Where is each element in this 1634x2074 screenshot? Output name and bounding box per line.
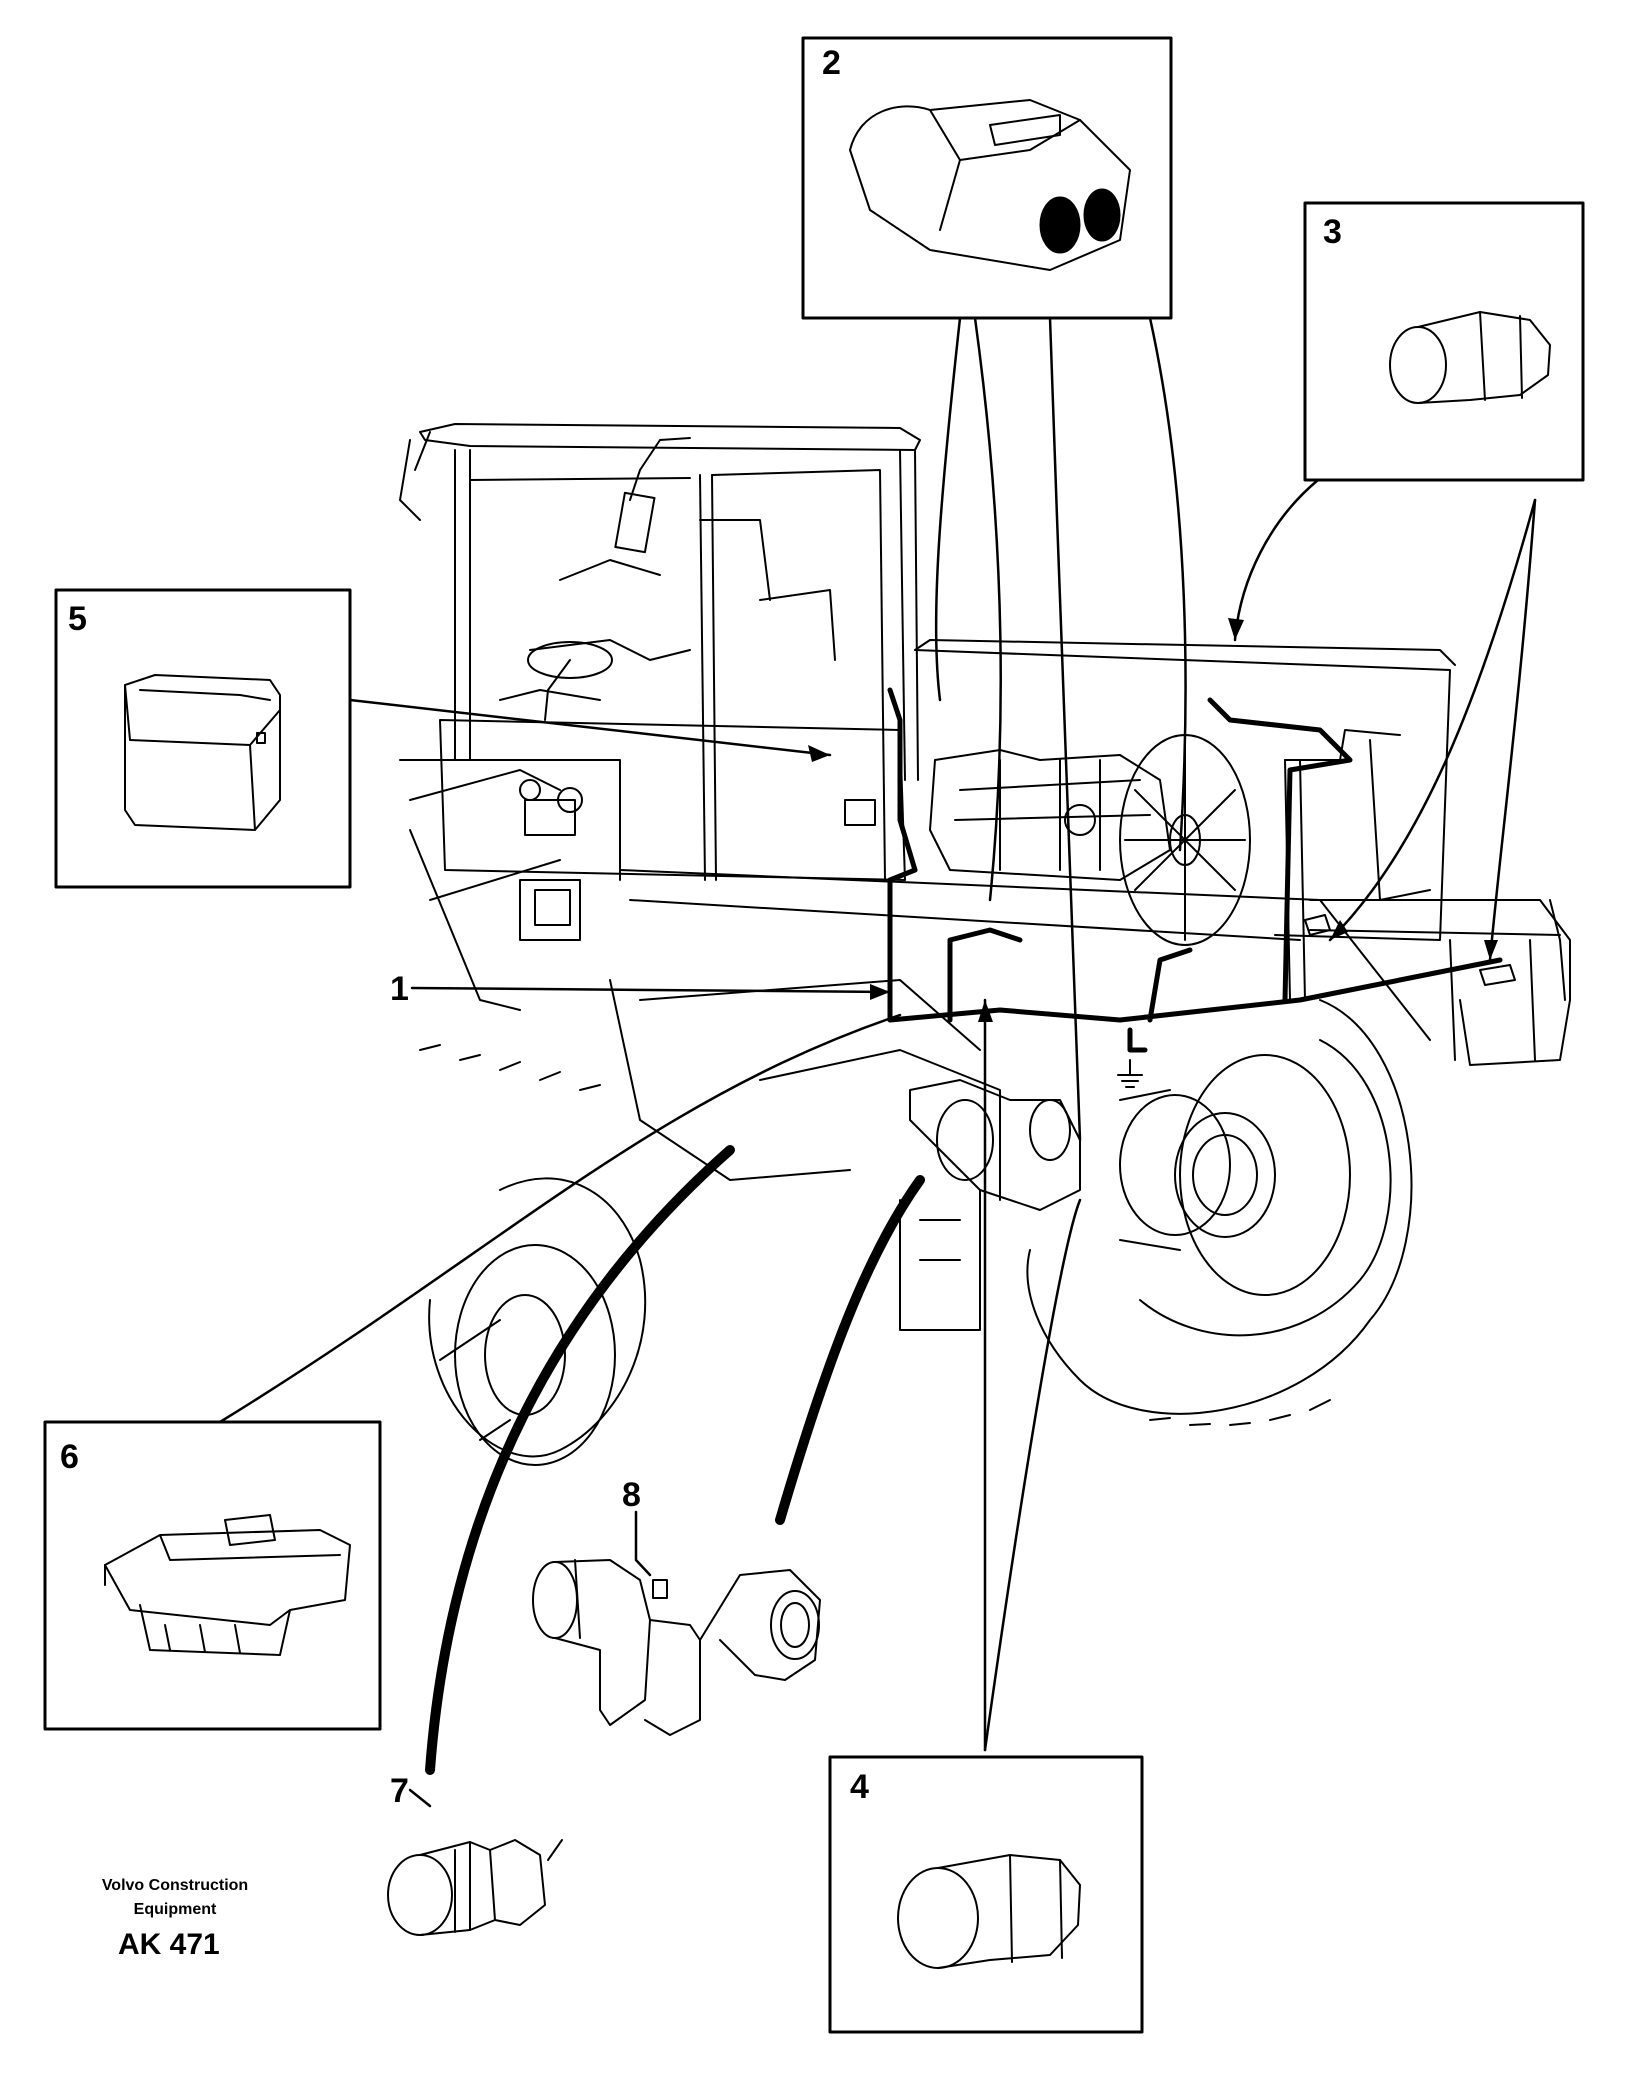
harness-ground-symbol: [1117, 1059, 1143, 1088]
callout-number-1: 1: [390, 970, 409, 1008]
callout-number-4: 4: [850, 1768, 869, 1806]
thick-leader-lines: [425, 1145, 925, 1775]
callout-number-3: 3: [1323, 213, 1342, 251]
callout-box-5: [54, 588, 352, 889]
leader-lines: [218, 316, 1537, 1808]
callout-number-8: 8: [622, 1476, 641, 1514]
publisher-line-1: Volvo Construction: [101, 1877, 249, 1894]
publisher-line-2: Equipment: [133, 1901, 217, 1918]
illustration-code: AK 471: [118, 1928, 220, 1961]
callout-number-6: 6: [60, 1438, 79, 1476]
wheel-loader-drawing: [399, 423, 1571, 1466]
callout-number-5: 5: [68, 600, 87, 638]
callout-box-2: [801, 36, 1173, 320]
callout-number-7: 7: [390, 1772, 409, 1810]
callout-box-3: [1303, 201, 1585, 482]
part-7-fitting: [387, 1839, 563, 1936]
wiring-harness: [887, 687, 1503, 1053]
callout-box-4: [828, 1755, 1144, 2034]
callout-number-2: 2: [822, 44, 841, 82]
part-8-fitting: [532, 1559, 821, 1736]
publisher-credit: Volvo Construction Equipment: [60, 1874, 290, 1922]
arrowheads: [808, 618, 1498, 1022]
callout-box-6: [43, 1420, 382, 1731]
